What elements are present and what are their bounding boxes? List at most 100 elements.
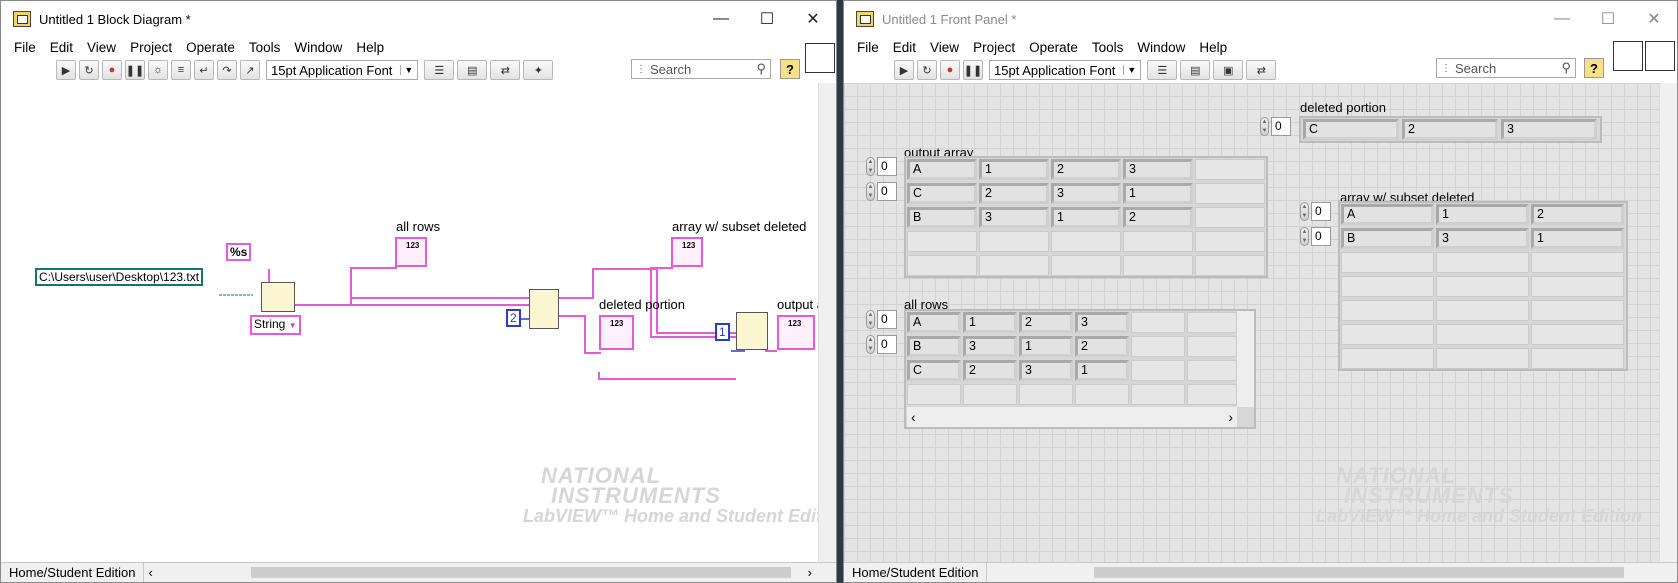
vertical-scrollbar[interactable] xyxy=(818,83,836,562)
deleted-portion-indicator-terminal[interactable] xyxy=(599,315,634,350)
table-cell[interactable]: 2 xyxy=(1075,336,1129,357)
array-cell[interactable]: 2 xyxy=(1051,159,1121,180)
context-help-button[interactable]: ? xyxy=(1584,58,1604,78)
array-cell[interactable]: 3 xyxy=(1436,228,1529,249)
front-panel-canvas[interactable]: deleted portion ▲▼ 0 C 2 3 output array … xyxy=(844,83,1659,562)
run-arrow-icon[interactable]: ▶ xyxy=(894,60,914,80)
scroll-left-icon[interactable]: ‹ xyxy=(148,565,153,580)
menu-edit[interactable]: Edit xyxy=(49,40,74,55)
output-array-row-index[interactable]: ▲▼ 0 xyxy=(866,157,897,176)
array-cell[interactable]: 1 xyxy=(1123,183,1193,204)
table-cell[interactable]: 3 xyxy=(1019,360,1073,381)
search-icon[interactable]: ⚲ xyxy=(756,61,766,76)
array-cell[interactable]: 3 xyxy=(1051,183,1121,204)
search-icon[interactable]: ⚲ xyxy=(1561,60,1571,75)
pause-icon[interactable]: ❚❚ xyxy=(963,60,983,80)
menu-project[interactable]: Project xyxy=(130,40,173,55)
index-value[interactable]: 0 xyxy=(877,157,897,176)
menu-help[interactable]: Help xyxy=(1199,40,1228,55)
vi-icon[interactable] xyxy=(1645,41,1675,71)
font-dropdown[interactable]: 15pt Application Font▼ xyxy=(266,60,419,80)
cleanup-diagram-icon[interactable]: ✦ xyxy=(523,60,554,80)
menu-window[interactable]: Window xyxy=(1137,40,1186,55)
align-objects-icon[interactable]: ☰ xyxy=(424,60,455,80)
menu-tools[interactable]: Tools xyxy=(1091,40,1124,55)
array-cell[interactable]: B xyxy=(1341,228,1434,249)
step-over-icon[interactable]: ↷ xyxy=(217,60,237,80)
array-cell[interactable]: 1 xyxy=(1436,204,1529,225)
menu-edit[interactable]: Edit xyxy=(892,40,917,55)
array-cell[interactable]: 3 xyxy=(979,207,1049,228)
table-vertical-scrollbar[interactable] xyxy=(1237,311,1254,407)
pause-icon[interactable]: ❚❚ xyxy=(125,60,145,80)
index-spinner-icon[interactable]: ▲▼ xyxy=(866,157,875,176)
all-rows-row-index[interactable]: ▲▼ 0 xyxy=(866,310,897,329)
step-out-icon[interactable]: ↗ xyxy=(240,60,260,80)
table-cell[interactable]: 1 xyxy=(963,312,1017,333)
array-cell[interactable]: 3 xyxy=(1123,159,1193,180)
index-spinner-icon[interactable]: ▲▼ xyxy=(1300,202,1309,221)
connector-pane-icon[interactable] xyxy=(1613,41,1643,71)
index-spinner-icon[interactable]: ▲▼ xyxy=(866,182,875,201)
table-cell[interactable]: C xyxy=(907,360,961,381)
table-cell[interactable]: 2 xyxy=(1019,312,1073,333)
output-array-col-index[interactable]: ▲▼ 0 xyxy=(866,182,897,201)
read-delimited-spreadsheet-node[interactable] xyxy=(261,282,295,312)
abort-icon[interactable]: ● xyxy=(940,60,960,80)
menu-file[interactable]: File xyxy=(857,40,879,55)
search-input[interactable]: ⋮ Search ⚲ xyxy=(631,59,771,79)
menu-view[interactable]: View xyxy=(87,40,117,55)
index-value[interactable]: 0 xyxy=(877,182,897,201)
subset-deleted-col-index[interactable]: ▲▼ 0 xyxy=(1300,227,1331,246)
run-continuously-icon[interactable]: ↻ xyxy=(917,60,937,80)
vi-icon[interactable] xyxy=(805,43,835,73)
index-value[interactable]: 0 xyxy=(877,335,897,354)
table-cell[interactable]: 1 xyxy=(1019,336,1073,357)
array-cell[interactable]: C xyxy=(907,183,977,204)
array-cell[interactable]: 2 xyxy=(979,183,1049,204)
deleted-portion-index[interactable]: ▲▼ 0 xyxy=(1260,117,1291,136)
minimize-button[interactable]: — xyxy=(713,10,729,27)
menu-operate[interactable]: Operate xyxy=(186,40,235,55)
run-continuously-icon[interactable]: ↻ xyxy=(79,60,99,80)
all-rows-indicator-terminal[interactable] xyxy=(395,237,427,267)
retain-wire-values-icon[interactable]: ≡ xyxy=(171,60,191,80)
vertical-scrollbar[interactable] xyxy=(1659,83,1677,562)
distribute-objects-icon[interactable]: ▤ xyxy=(457,60,488,80)
table-cell[interactable]: A xyxy=(907,312,961,333)
step-into-icon[interactable]: ↵ xyxy=(194,60,214,80)
maximize-button[interactable]: ☐ xyxy=(759,11,775,28)
index-spinner-icon[interactable]: ▲▼ xyxy=(1300,227,1309,246)
array-cell[interactable]: 2 xyxy=(1123,207,1193,228)
search-input[interactable]: ⋮ Search ⚲ xyxy=(1436,58,1576,78)
scroll-right-icon[interactable]: › xyxy=(1228,409,1233,425)
context-help-button[interactable]: ? xyxy=(780,59,800,79)
array-cell[interactable]: 1 xyxy=(1531,228,1624,249)
array-subset-deleted-indicator-terminal[interactable] xyxy=(671,237,703,267)
run-arrow-icon[interactable]: ▶ xyxy=(56,60,76,80)
align-objects-icon[interactable]: ☰ xyxy=(1147,60,1178,80)
table-cell[interactable]: 3 xyxy=(1075,312,1129,333)
reorder-icon[interactable]: ⇄ xyxy=(1246,60,1277,80)
scroll-right-icon[interactable]: › xyxy=(807,565,812,580)
abort-icon[interactable]: ● xyxy=(102,60,122,80)
array-cell[interactable]: 1 xyxy=(1051,207,1121,228)
table-horizontal-scrollbar[interactable]: ‹› xyxy=(907,407,1237,427)
highlight-execution-icon[interactable]: ☼ xyxy=(148,60,168,80)
scroll-left-icon[interactable]: ‹ xyxy=(911,409,916,425)
index-value[interactable]: 0 xyxy=(1311,227,1331,246)
menu-help[interactable]: Help xyxy=(356,40,385,55)
menu-project[interactable]: Project xyxy=(973,40,1016,55)
font-dropdown[interactable]: 15pt Application Font▼ xyxy=(989,60,1142,80)
block-diagram-canvas[interactable]: C:\Users\user\Desktop\123.txt %s String … xyxy=(1,83,818,562)
delete-from-array-node-2[interactable] xyxy=(736,312,768,350)
table-cell[interactable]: 1 xyxy=(1075,360,1129,381)
index-spinner-icon[interactable]: ▲▼ xyxy=(1260,117,1269,136)
table-cell[interactable]: 3 xyxy=(963,336,1017,357)
index-value[interactable]: 0 xyxy=(1311,202,1331,221)
output-array-indicator-terminal[interactable] xyxy=(777,315,815,350)
close-button[interactable]: ✕ xyxy=(1647,11,1661,28)
index-value[interactable]: 0 xyxy=(877,310,897,329)
resize-objects-icon[interactable]: ▣ xyxy=(1213,60,1244,80)
index-value[interactable]: 0 xyxy=(1271,117,1291,136)
